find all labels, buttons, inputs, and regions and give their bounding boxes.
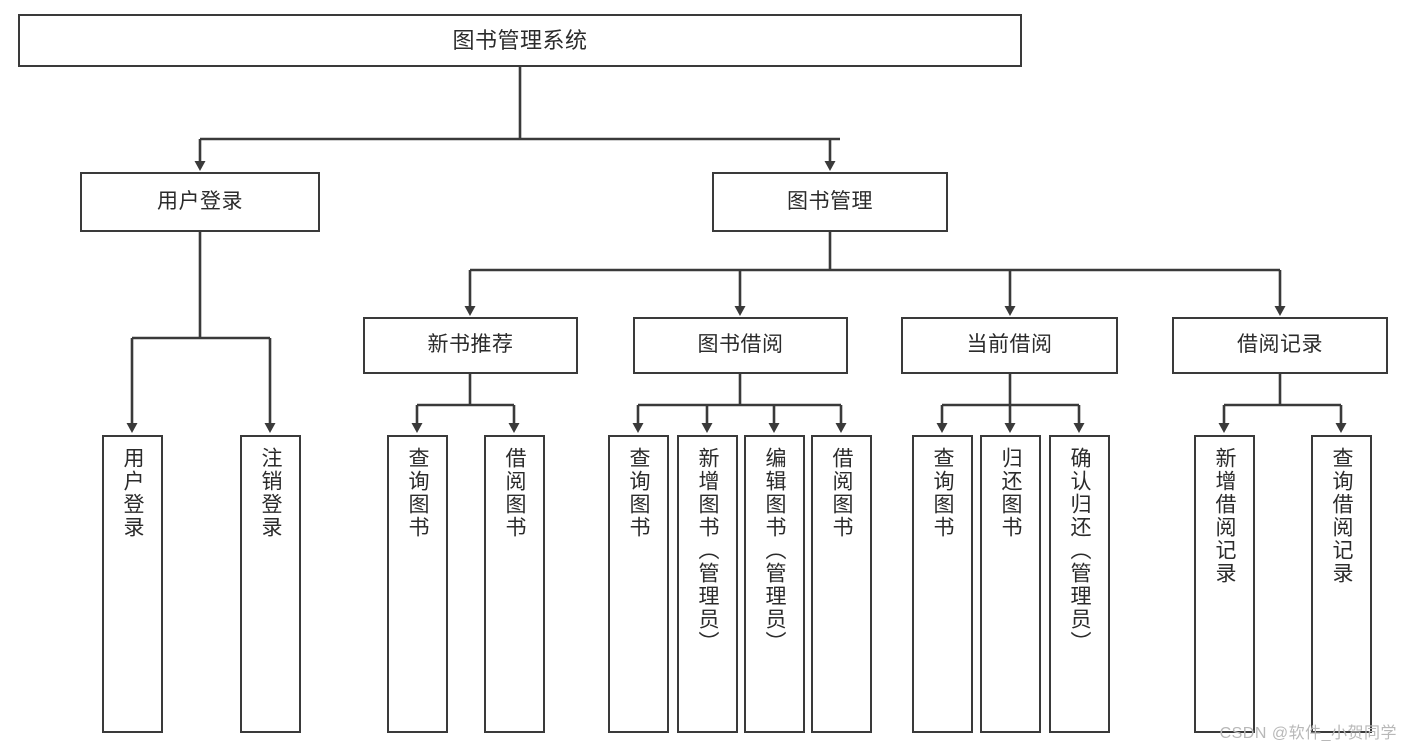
leaf-book-borrow-query-book[interactable]: 查询图书 (608, 435, 669, 733)
node-label: 新增借阅记录 (1213, 447, 1236, 585)
node-root-book-management-system[interactable]: 图书管理系统 (18, 14, 1022, 67)
node-label: 查询图书 (406, 447, 429, 539)
node-label: 查询借阅记录 (1330, 447, 1353, 585)
leaf-user-login-logout[interactable]: 注销登录 (240, 435, 301, 733)
leaf-current-borrow-query-book[interactable]: 查询图书 (912, 435, 973, 733)
leaf-borrow-record-query-record[interactable]: 查询借阅记录 (1311, 435, 1372, 733)
leaf-user-login-login[interactable]: 用户登录 (102, 435, 163, 733)
leaf-new-book-borrow-book[interactable]: 借阅图书 (484, 435, 545, 733)
node-borrow-record[interactable]: 借阅记录 (1172, 317, 1388, 374)
node-label: 归还图书 (999, 447, 1022, 539)
node-label: 编辑图书（管理员） (763, 447, 786, 654)
node-label: 用户登录 (121, 447, 144, 539)
node-label: 当前借阅 (966, 333, 1053, 357)
node-book-borrow[interactable]: 图书借阅 (633, 317, 848, 374)
node-label: 图书借阅 (697, 333, 784, 357)
leaf-book-borrow-edit-book-admin[interactable]: 编辑图书（管理员） (744, 435, 805, 733)
node-current-borrow[interactable]: 当前借阅 (901, 317, 1118, 374)
node-label: 图书管理 (787, 189, 873, 213)
node-label: 用户登录 (157, 189, 243, 213)
node-label: 查询图书 (931, 447, 954, 539)
node-label: 确认归还（管理员） (1068, 447, 1091, 654)
node-label: 借阅记录 (1237, 333, 1323, 357)
node-user-login[interactable]: 用户登录 (80, 172, 320, 232)
node-label: 注销登录 (259, 447, 282, 539)
node-new-book-recommend[interactable]: 新书推荐 (363, 317, 578, 374)
node-book-management[interactable]: 图书管理 (712, 172, 948, 232)
node-label: 图书管理系统 (452, 27, 588, 53)
leaf-book-borrow-add-book-admin[interactable]: 新增图书（管理员） (677, 435, 738, 733)
leaf-new-book-query-book[interactable]: 查询图书 (387, 435, 448, 733)
leaf-current-borrow-return-book[interactable]: 归还图书 (980, 435, 1041, 733)
leaf-current-borrow-confirm-return-admin[interactable]: 确认归还（管理员） (1049, 435, 1110, 733)
node-label: 查询图书 (627, 447, 650, 539)
leaf-book-borrow-borrow-book[interactable]: 借阅图书 (811, 435, 872, 733)
node-label: 借阅图书 (503, 447, 526, 539)
leaf-borrow-record-add-record[interactable]: 新增借阅记录 (1194, 435, 1255, 733)
node-label: 借阅图书 (830, 447, 853, 539)
node-label: 新书推荐 (427, 333, 514, 357)
watermark-text: CSDN @软件_小贺同学 (1219, 725, 1397, 742)
node-label: 新增图书（管理员） (696, 447, 719, 654)
